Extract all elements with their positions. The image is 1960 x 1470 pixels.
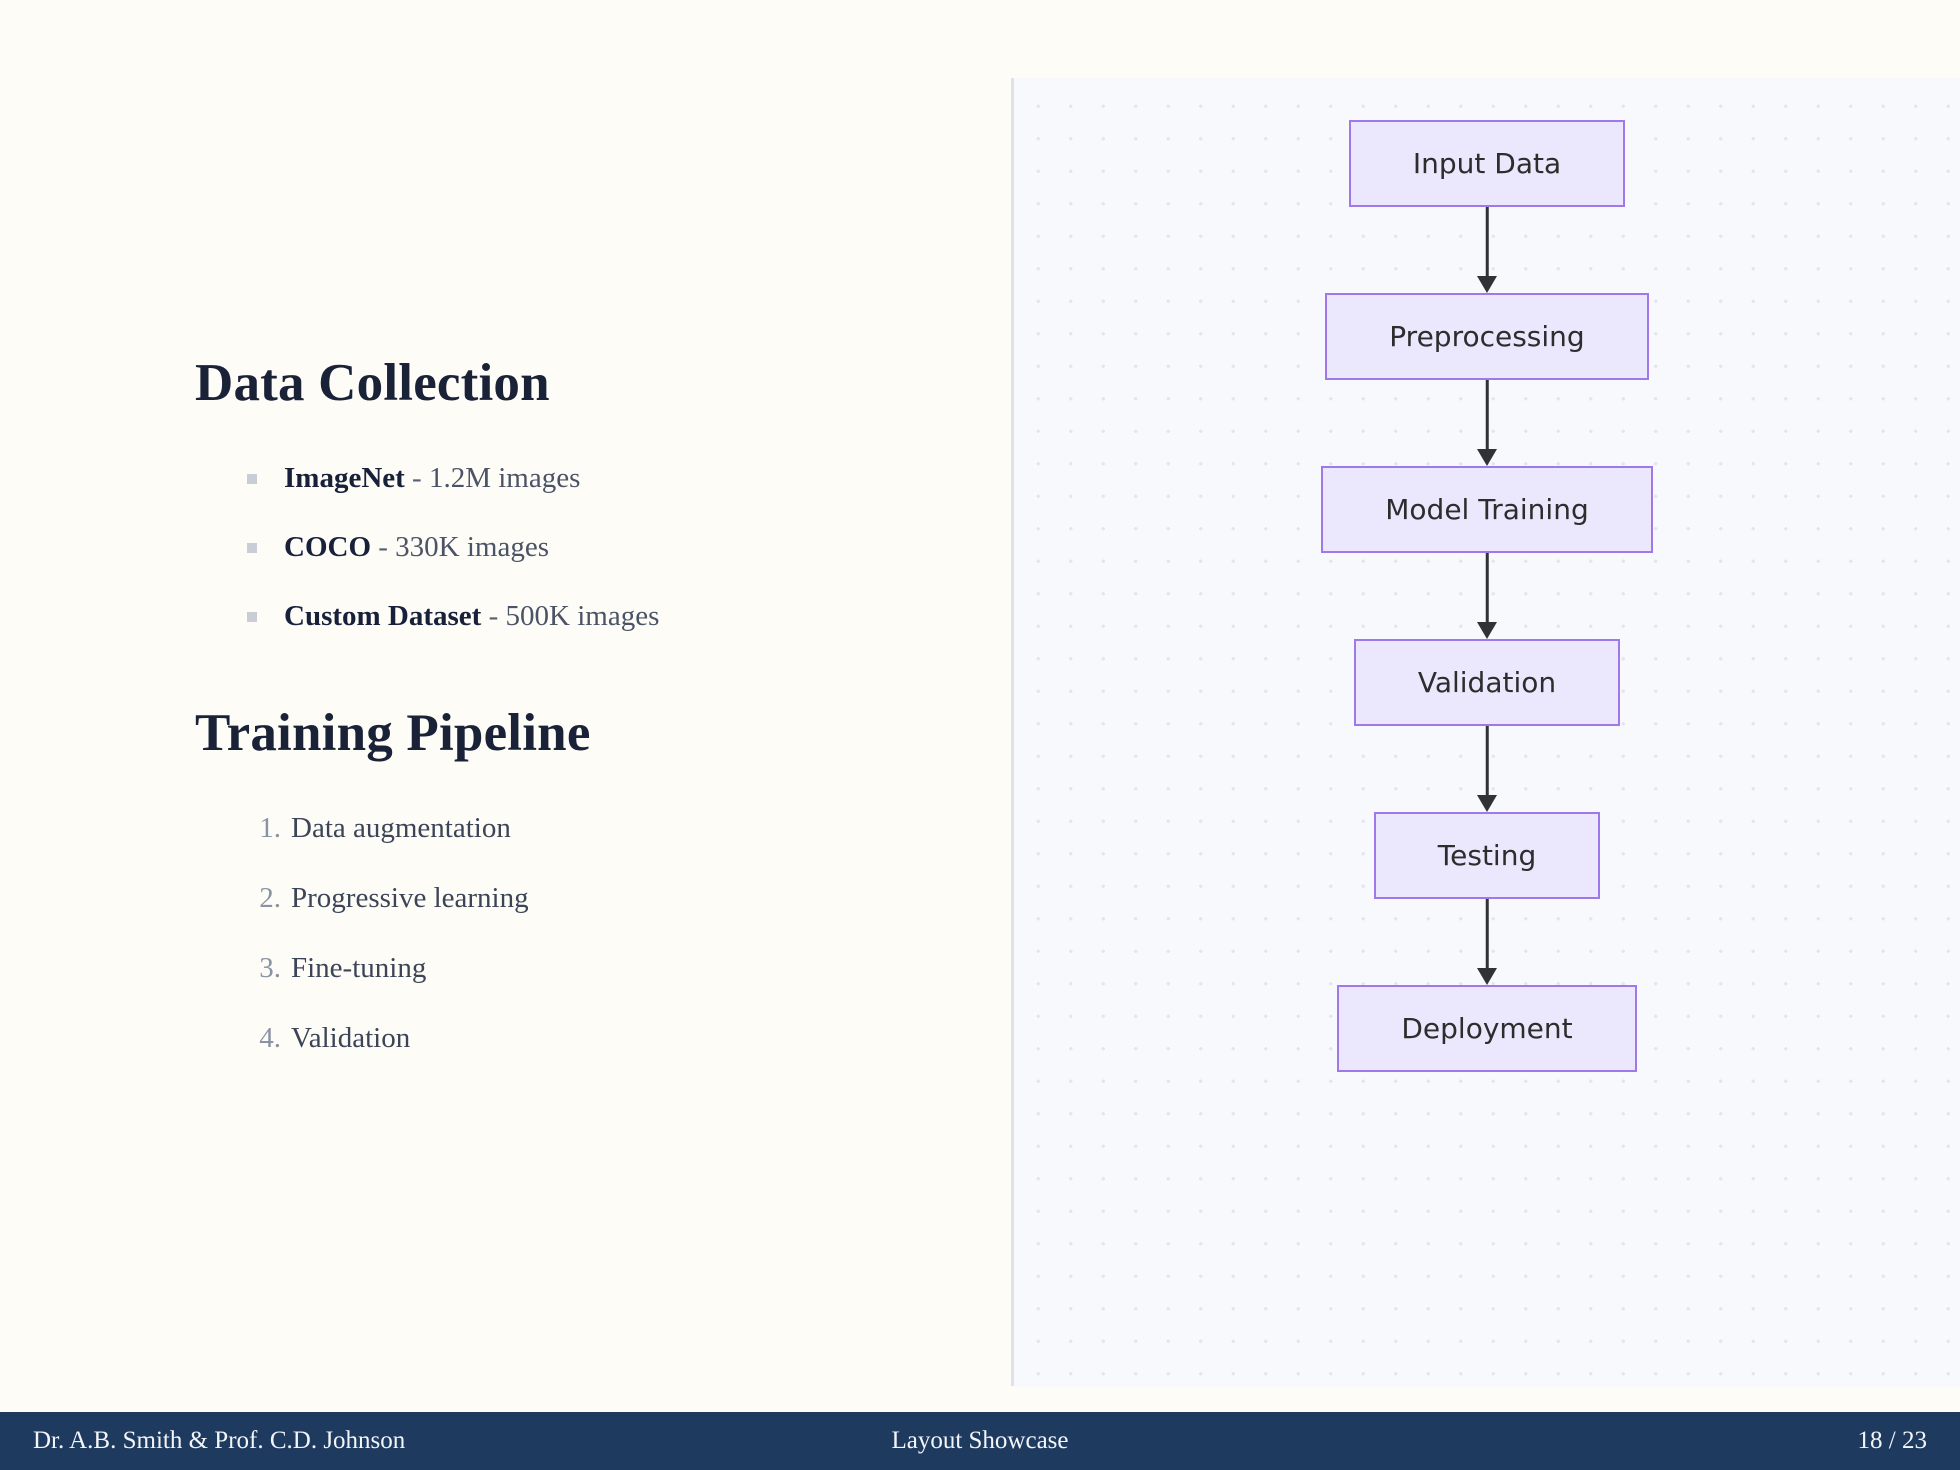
- list-item-term: ImageNet: [284, 462, 405, 494]
- list-item: Fine-tuning: [247, 949, 922, 988]
- flow-node-input-data[interactable]: Input Data: [1349, 120, 1625, 207]
- list-item: COCO - 330K images: [247, 528, 922, 567]
- flow-arrow-icon: [1475, 553, 1499, 639]
- list-item: Data augmentation: [247, 809, 922, 848]
- list-item-term: Custom Dataset: [284, 600, 481, 632]
- list-item-dash: -: [481, 600, 505, 632]
- flow-arrow-icon: [1475, 726, 1499, 812]
- arrow-head: [1477, 795, 1497, 812]
- flowchart: Input Data Preprocessing Model Training …: [1014, 78, 1960, 1387]
- diagram-panel: Input Data Preprocessing Model Training …: [1014, 78, 1960, 1387]
- list-item: Progressive learning: [247, 879, 922, 918]
- arrow-head: [1477, 276, 1497, 293]
- left-content-column: Data Collection ImageNet - 1.2M images C…: [0, 0, 1012, 1412]
- flow-node-testing[interactable]: Testing: [1374, 812, 1600, 899]
- list-item-dash: -: [405, 462, 429, 494]
- flow-arrow-icon: [1475, 899, 1499, 985]
- list-item-desc: 1.2M images: [429, 462, 580, 494]
- flow-node-deployment[interactable]: Deployment: [1337, 985, 1636, 1072]
- flow-node-validation[interactable]: Validation: [1354, 639, 1620, 726]
- list-item-term: COCO: [284, 531, 371, 563]
- square-bullet-icon: [247, 612, 257, 622]
- list-item: Validation: [247, 1019, 922, 1058]
- dataset-bullet-list: ImageNet - 1.2M images COCO - 330K image…: [195, 459, 922, 636]
- arrow-head: [1477, 449, 1497, 466]
- list-item-desc: 330K images: [395, 531, 549, 563]
- list-item: ImageNet - 1.2M images: [247, 459, 922, 498]
- arrow-shaft: [1486, 553, 1489, 624]
- list-item-dash: -: [371, 531, 395, 563]
- footer: Dr. A.B. Smith & Prof. C.D. Johnson Layo…: [0, 1412, 1960, 1470]
- section-training-pipeline: Training Pipeline Data augmentation Prog…: [195, 704, 922, 1058]
- pipeline-numbered-list: Data augmentation Progressive learning F…: [195, 809, 922, 1057]
- arrow-shaft: [1486, 726, 1489, 797]
- section-data-collection: Data Collection ImageNet - 1.2M images C…: [195, 354, 922, 636]
- arrow-head: [1477, 622, 1497, 639]
- list-item: Custom Dataset - 500K images: [247, 597, 922, 636]
- footer-title: Layout Showcase: [664, 1427, 1295, 1455]
- square-bullet-icon: [247, 543, 257, 553]
- square-bullet-icon: [247, 474, 257, 484]
- arrow-shaft: [1486, 899, 1489, 970]
- list-item-desc: 500K images: [506, 600, 660, 632]
- page-title-data-collection: Data Collection: [195, 354, 922, 412]
- flow-node-preprocessing[interactable]: Preprocessing: [1325, 293, 1648, 380]
- footer-page-number: 18 / 23: [1296, 1427, 1927, 1455]
- footer-authors: Dr. A.B. Smith & Prof. C.D. Johnson: [33, 1427, 664, 1455]
- flow-node-model-training[interactable]: Model Training: [1321, 466, 1652, 553]
- flow-arrow-icon: [1475, 380, 1499, 466]
- flow-arrow-icon: [1475, 207, 1499, 293]
- arrow-head: [1477, 968, 1497, 985]
- arrow-shaft: [1486, 207, 1489, 278]
- page-title-training-pipeline: Training Pipeline: [195, 704, 922, 762]
- arrow-shaft: [1486, 380, 1489, 451]
